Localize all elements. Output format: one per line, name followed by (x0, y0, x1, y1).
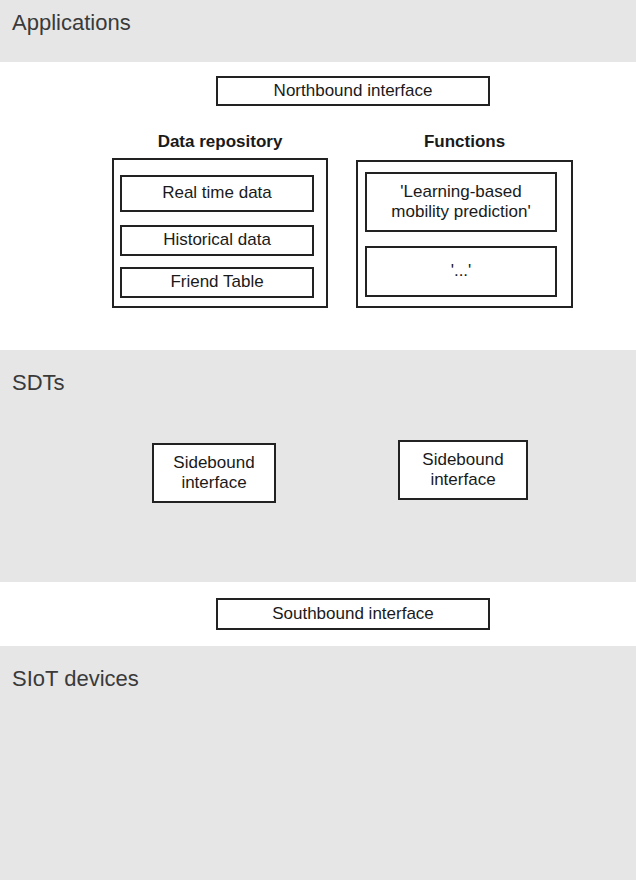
box-label: Historical data (163, 230, 271, 250)
box-label: Sidebound interface (406, 450, 520, 491)
interface-box: Southbound interface (216, 598, 490, 630)
box-label: Southbound interface (272, 604, 434, 624)
group-heading: Data repository (112, 132, 328, 152)
box-label: Sidebound interface (160, 453, 268, 494)
interface-box: Friend Table (120, 267, 314, 298)
box-label: Real time data (162, 183, 272, 203)
group-heading: Functions (356, 132, 573, 152)
layer-band: SDTsSidebound interface Sidebound interfa… (0, 350, 636, 582)
box-label: Friend Table (170, 272, 263, 292)
layer-label: Applications (12, 10, 131, 36)
interface-box: Sidebound interface (398, 440, 528, 500)
component-group: Functions 'Learning-based mobility predic… (356, 128, 573, 308)
box-label: 'Learning-based mobility prediction' (373, 182, 549, 223)
box-label: '...' (451, 261, 472, 281)
box-label: Northbound interface (274, 81, 433, 101)
layer-band: SIoT devices (0, 646, 636, 880)
interface-box: Northbound interface (216, 76, 490, 106)
layer-label: SDTs (12, 370, 65, 396)
interface-box: Sidebound interface (152, 443, 276, 503)
component-group: Data repositoryReal time dataHistorical … (112, 128, 328, 308)
layer-band: Applications (0, 0, 636, 62)
interface-box: Real time data (120, 175, 314, 212)
layer-label: SIoT devices (12, 666, 139, 692)
interface-box: 'Learning-based mobility prediction' (365, 172, 557, 232)
interface-box: '...' (365, 246, 557, 297)
interface-box: Historical data (120, 225, 314, 256)
